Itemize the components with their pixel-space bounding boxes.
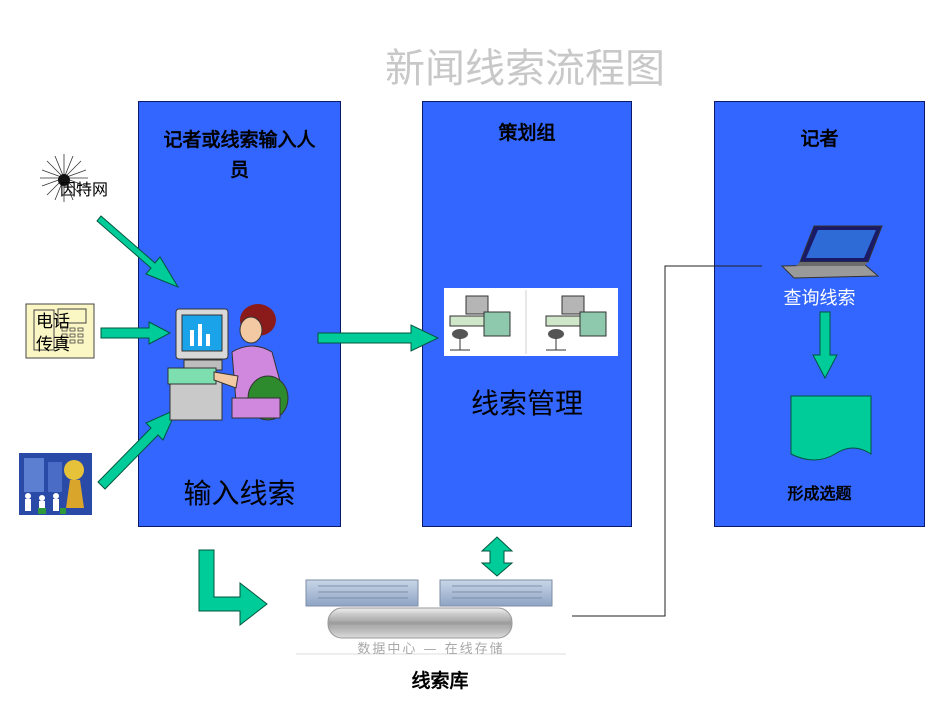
- panel-reporter-input: 记者或线索输入人员 输入线索: [138, 101, 341, 527]
- database-server-image: [296, 579, 566, 655]
- panel-planning-action: 线索管理: [470, 387, 583, 420]
- phone-fax-icon: [25, 303, 95, 359]
- fax-label: 传真: [36, 335, 70, 355]
- database-caption: 数据中心 — 在线存储: [357, 642, 505, 657]
- panel-reporter-input-title: 记者或线索输入人员: [163, 129, 316, 181]
- person-at-computer-icon: [167, 304, 289, 421]
- phone-label: 电话: [36, 312, 70, 332]
- query-clues-label: 查询线索: [783, 288, 856, 309]
- form-topic-label: 形成选题: [787, 484, 852, 503]
- page-title: 新闻线索流程图: [385, 46, 665, 92]
- panel-reporter-title: 记者: [800, 128, 839, 150]
- double-arrow-planning-database: [480, 536, 514, 577]
- workstations-image: [444, 288, 618, 356]
- database-label: 线索库: [411, 670, 469, 692]
- bent-arrow-to-database: [198, 549, 268, 627]
- arrow-people-to-input: [97, 407, 179, 490]
- arrow-internet-to-input: [96, 215, 180, 289]
- connector-line: [572, 265, 762, 617]
- arrow-phone-to-input: [100, 321, 172, 345]
- panel-reporter-input-action: 输入线索: [183, 477, 296, 510]
- panel-planning-title: 策划组: [498, 122, 556, 144]
- document-shape: [790, 395, 872, 461]
- laptop-icon: [780, 225, 883, 279]
- arrow-query-to-topic: [812, 311, 838, 380]
- internet-label: 因特网: [60, 180, 109, 199]
- people-icon: [19, 453, 92, 515]
- internet-icon: [40, 154, 88, 202]
- arrow-input-to-planning: [317, 324, 440, 352]
- source-arrows: [96, 215, 180, 490]
